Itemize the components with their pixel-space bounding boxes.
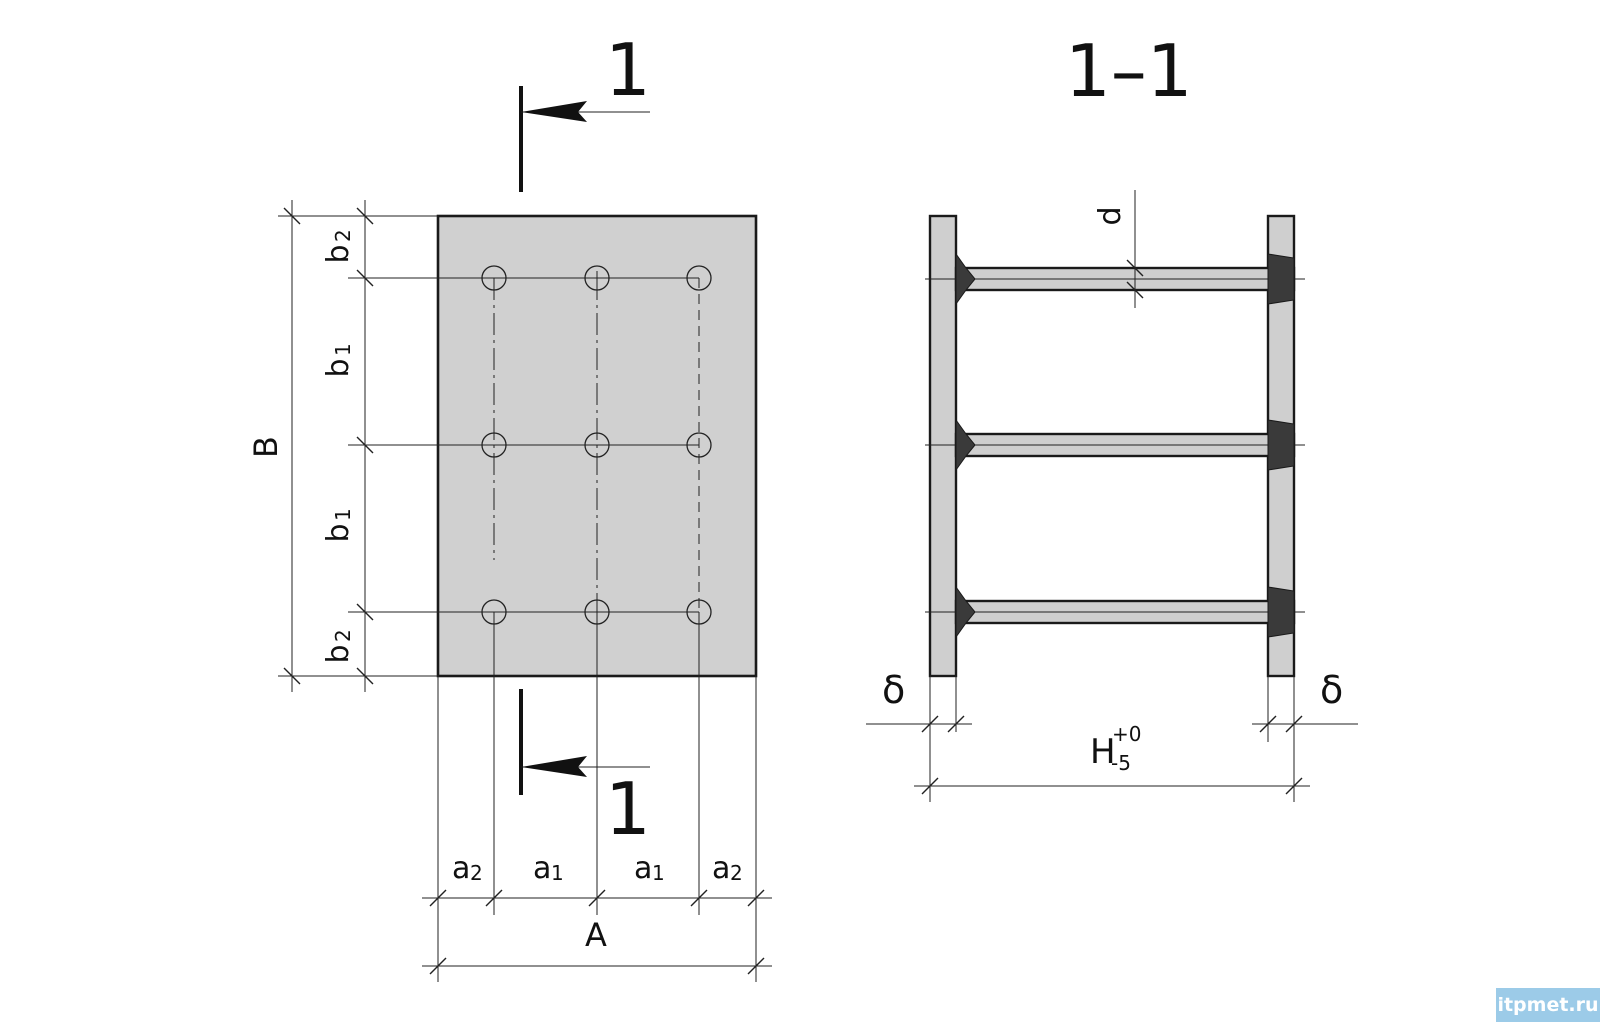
dim-label-a1-left-sub: 1	[551, 861, 564, 885]
dim-label-a2-right-sub: 2	[730, 861, 743, 885]
section-mark-bottom: 1	[605, 767, 651, 851]
dim-H: H +0 -5	[914, 722, 1310, 795]
dim-label-a1-right-sub: 1	[652, 861, 665, 885]
rod-middle	[925, 418, 1305, 472]
section-title: 1–1	[1065, 29, 1193, 113]
weld-right	[1267, 253, 1295, 305]
dim-label-H: H	[1090, 732, 1116, 772]
weld-right	[1267, 586, 1295, 638]
section-view: 1–1 d	[866, 29, 1358, 802]
dim-label-H-sup: +0	[1112, 722, 1141, 746]
section-mark-top: 1	[605, 28, 651, 112]
plan-view: 1 1 B b 2	[247, 28, 772, 982]
dim-label-b1-lower-sub: 1	[331, 508, 355, 521]
hole	[686, 265, 712, 291]
weld-left	[955, 585, 976, 639]
dim-label-b2-bottom: b	[321, 644, 356, 663]
dim-a1-left: a 1	[533, 851, 564, 886]
dim-label-a2-left: a	[452, 851, 470, 886]
section-cut-bottom: 1	[519, 689, 651, 851]
dim-label-a2-right: a	[712, 851, 730, 886]
dim-label-d: d	[1093, 206, 1128, 225]
weld-left	[955, 418, 976, 472]
dim-label-b1-upper-sub: 1	[331, 343, 355, 356]
dim-label-b1-upper: b	[321, 358, 356, 377]
weld-right	[1267, 419, 1295, 471]
left-plate	[928, 214, 958, 678]
dim-label-b2-top: b	[321, 244, 356, 263]
dim-label-a1-right: a	[634, 851, 652, 886]
rod-top	[925, 252, 1305, 306]
dim-label-a1-left: a	[533, 851, 551, 886]
dim-label-b2-top-sub: 2	[331, 229, 355, 242]
vertical-dimensions	[278, 200, 494, 692]
section-arrow-icon	[521, 756, 587, 777]
hole	[686, 432, 712, 458]
horizontal-dimensions	[422, 612, 772, 982]
dim-label-b2-bottom-sub: 2	[331, 629, 355, 642]
hole	[584, 265, 610, 291]
weld-left	[955, 252, 976, 306]
watermark: itpmet.ru	[1496, 988, 1600, 1022]
dim-label-delta-right: δ	[1320, 668, 1343, 712]
dim-label-B: B	[247, 436, 285, 458]
rod-bottom	[925, 585, 1305, 639]
dim-label-delta-left: δ	[882, 668, 905, 712]
dim-label-A: A	[585, 916, 607, 954]
section-arrow-icon	[521, 101, 587, 122]
section-cut-top: 1	[519, 28, 651, 192]
dim-a1-right: a 1	[634, 851, 665, 886]
dim-a2-left: a 2	[452, 851, 483, 886]
dim-d: d	[1093, 190, 1144, 308]
dim-label-H-sub: -5	[1111, 751, 1131, 775]
hole	[584, 432, 610, 458]
dim-delta: δ δ	[866, 668, 1358, 802]
dim-a2-right: a 2	[712, 851, 743, 886]
dim-label-a2-left-sub: 2	[470, 861, 483, 885]
dim-label-b1-lower: b	[321, 523, 356, 542]
